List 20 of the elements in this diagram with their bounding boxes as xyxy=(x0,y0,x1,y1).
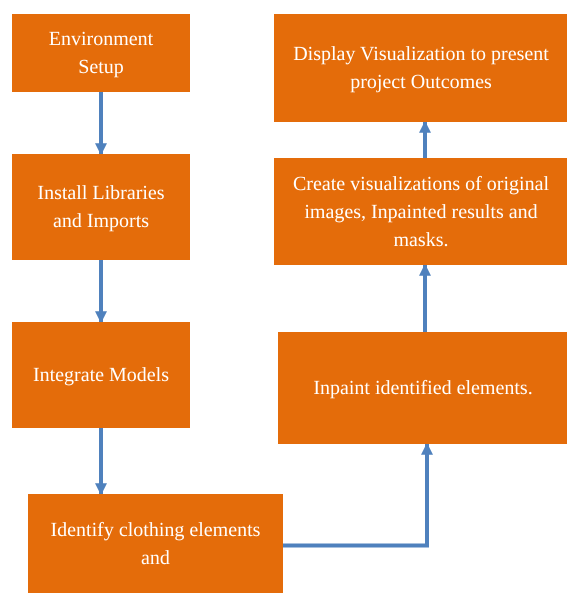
step-text: Create visualizations of original images, Inpainted results and masks. xyxy=(292,172,550,252)
process-box xyxy=(12,154,190,260)
step-text: Install Libraries and Imports xyxy=(36,181,166,234)
step-text: Display Visualization to present project Outcomes xyxy=(292,42,550,95)
arrow xyxy=(419,120,431,158)
arrow xyxy=(283,442,433,548)
step-text: Environment Setup xyxy=(48,27,154,80)
step-text: Identify clothing elements and xyxy=(50,518,262,570)
step-text: Integrate Models xyxy=(32,363,170,388)
arrow xyxy=(95,260,107,324)
process-box xyxy=(274,158,567,265)
process-box xyxy=(12,14,190,92)
step-text: Inpaint identified elements. xyxy=(313,376,533,401)
process-box xyxy=(12,322,190,428)
arrow xyxy=(95,92,107,156)
process-box xyxy=(278,332,567,444)
process-box xyxy=(274,14,567,122)
arrow xyxy=(419,264,431,332)
process-box xyxy=(28,494,283,593)
arrow xyxy=(95,428,107,496)
